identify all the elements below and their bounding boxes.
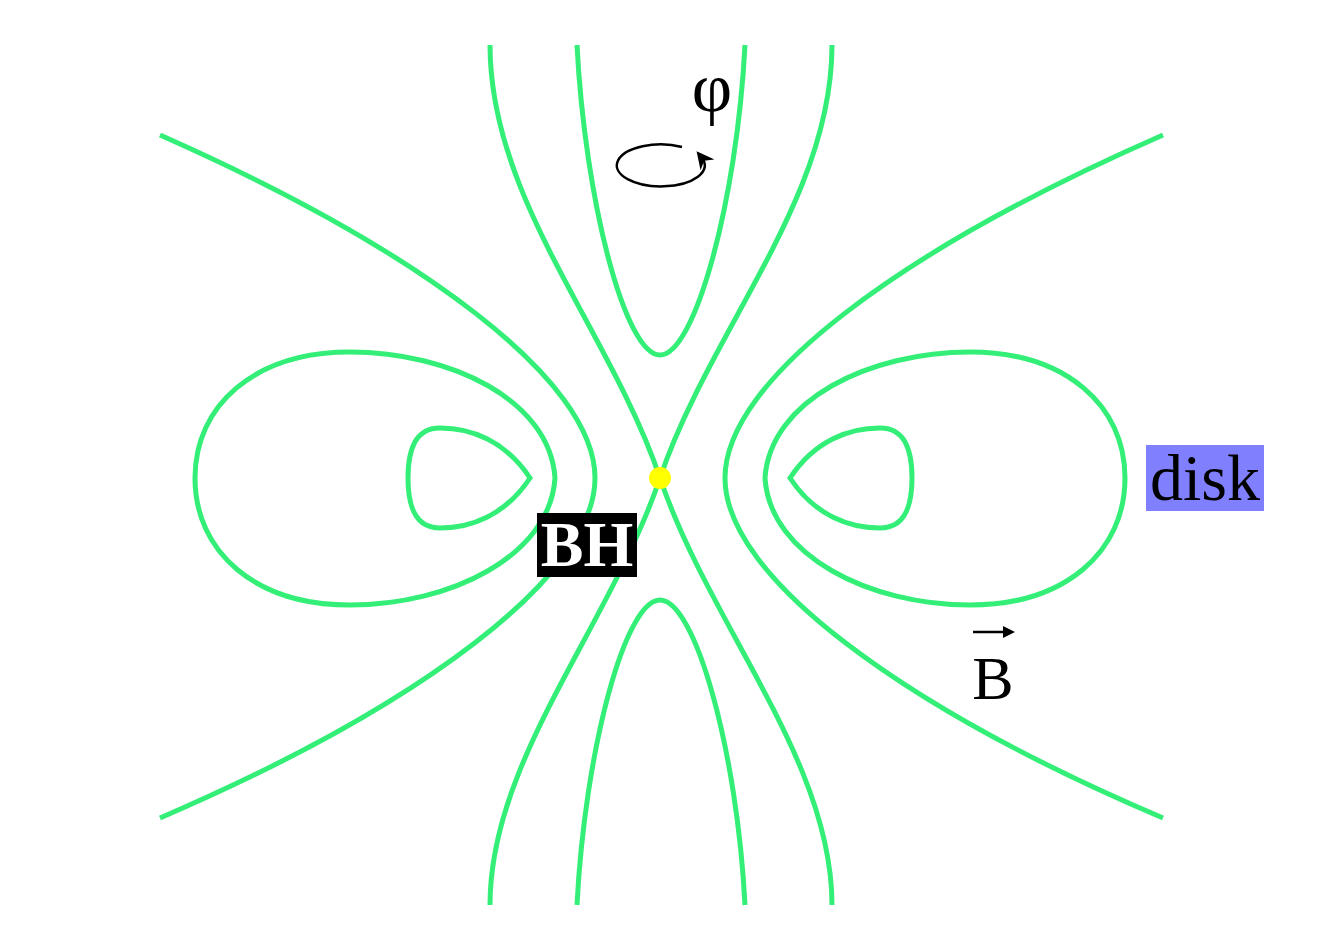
node-outline — [472, 297, 834, 659]
singularity-dot — [649, 467, 671, 489]
field-loop — [765, 352, 1125, 605]
field-vector-label: B — [972, 647, 1013, 709]
vector-arrow-head — [1003, 626, 1015, 638]
disk-label: disk — [1146, 445, 1264, 511]
black-hole-node: BH — [472, 297, 834, 659]
vector-arrow — [973, 626, 1015, 638]
field-line — [577, 600, 745, 905]
field-line — [490, 45, 832, 905]
field-loop — [408, 428, 530, 528]
black-hole-circle — [472, 297, 834, 659]
magnetic-field-lines — [160, 45, 1163, 905]
vector-arrow-shaft — [973, 631, 1006, 634]
accretion-disk — [12, 417, 324, 537]
rotation-angle-label: φ — [692, 53, 732, 123]
rotation-arrow — [617, 144, 705, 186]
disk-ellipse — [998, 417, 1310, 537]
field-loop — [195, 352, 555, 605]
disk-node: disk — [998, 417, 1310, 537]
field-line — [160, 135, 595, 818]
rotation-axis — [659, 0, 662, 941]
black-hole-label: BH — [537, 513, 637, 577]
field-line — [577, 45, 745, 355]
field-loop — [790, 428, 912, 528]
field-line — [725, 135, 1163, 818]
field-line — [490, 45, 832, 905]
